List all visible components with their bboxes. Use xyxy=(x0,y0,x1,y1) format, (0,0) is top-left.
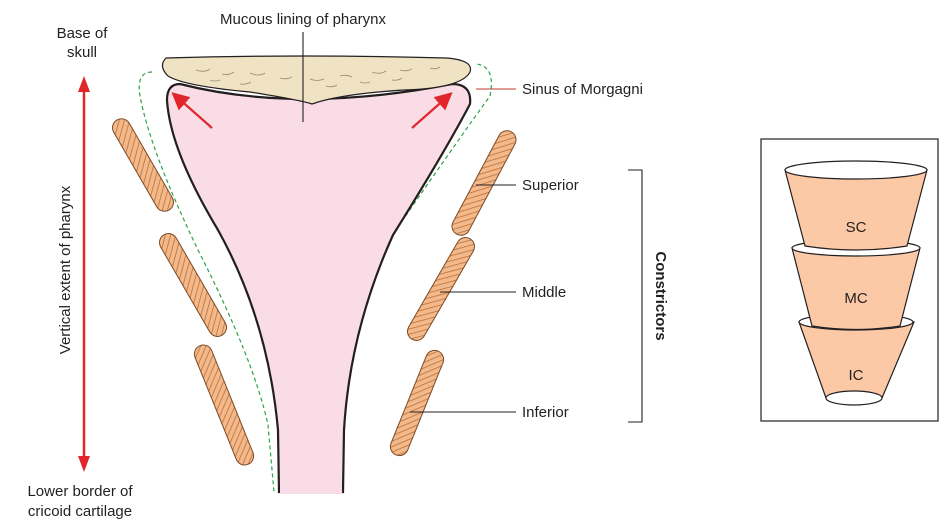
base-of-skull-label: Base of xyxy=(57,25,109,42)
superior-constrictor-right xyxy=(449,128,519,239)
sinus-label: Sinus of Morgagni xyxy=(522,81,643,98)
constrictors-label: Constrictors xyxy=(652,251,669,340)
middle-label: Middle xyxy=(522,284,566,301)
inferior-constrictor-left xyxy=(192,342,257,467)
vertical-extent-label: Vertical extent of pharynx xyxy=(57,185,74,354)
constrictor-inset: IC MC SC xyxy=(761,139,938,421)
lower-border-label: cricoid cartilage xyxy=(28,503,132,520)
middle-cone: MC xyxy=(792,240,920,330)
inferior-label: Inferior xyxy=(522,404,569,421)
sc-label: SC xyxy=(846,219,867,236)
inferior-constrictor-right xyxy=(388,348,447,459)
base-of-skull-label: skull xyxy=(67,44,97,61)
middle-constrictor-right xyxy=(404,234,478,343)
double-headed-arrow-icon xyxy=(78,76,90,472)
lower-border-label: Lower border of xyxy=(27,483,133,500)
middle-constrictor-left xyxy=(156,230,230,339)
superior-label: Superior xyxy=(522,177,579,194)
mc-label: MC xyxy=(844,290,867,307)
pharynx-cavity xyxy=(167,84,470,492)
superior-constrictor-left xyxy=(109,115,177,214)
ic-label: IC xyxy=(849,367,864,384)
superior-cone: SC xyxy=(785,161,927,250)
mucous-lining-label: Mucous lining of pharynx xyxy=(220,11,386,28)
